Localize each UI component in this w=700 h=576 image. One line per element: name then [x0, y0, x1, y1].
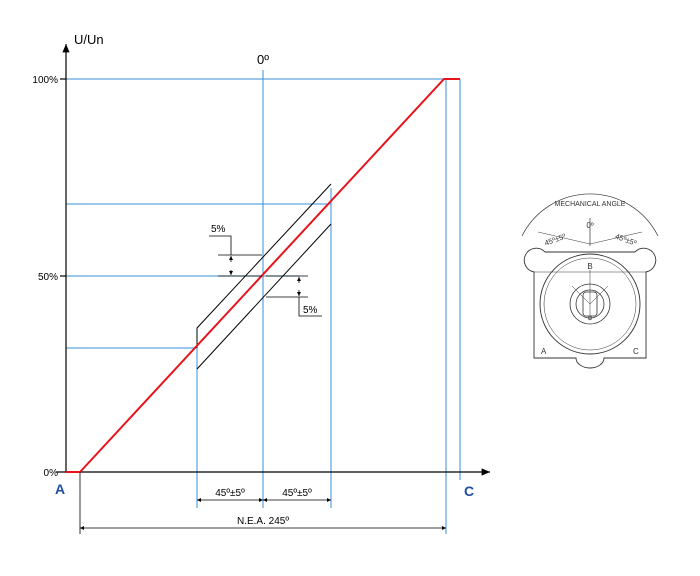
mechanical-right-angle: 45º±5º: [614, 232, 638, 248]
lower-tolerance-label: 5%: [303, 305, 318, 316]
upper-tolerance-dimension: [209, 235, 262, 277]
tick-label-0: 0%: [44, 468, 59, 479]
angle-range-dimensions: [79, 472, 446, 534]
endpoint-a-label: A: [55, 481, 65, 497]
zero-degree-label: 0º: [257, 52, 269, 67]
mechanical-zero-label: 0º: [586, 221, 593, 230]
upper-tolerance-label: 5%: [211, 224, 226, 235]
guide-lines: [66, 70, 461, 534]
mechanical-angle-title: MECHANICAL ANGLE: [555, 201, 626, 208]
tick-label-50: 50%: [38, 272, 58, 283]
left-range-label: 45º±5º: [215, 488, 245, 499]
outer-ring: [539, 253, 641, 355]
output-characteristic-line: [66, 78, 460, 473]
tick-label-100: 100%: [32, 75, 58, 86]
lower-tolerance-dimension: [266, 275, 322, 317]
mechanical-c-label: C: [633, 347, 639, 356]
tolerance-band: [196, 183, 332, 370]
mechanical-a-label: A: [541, 347, 547, 356]
mechanical-angle-arc: [521, 193, 659, 237]
right-range-label: 45º±5º: [282, 488, 312, 499]
nea-range-label: N.E.A. 245º: [237, 516, 289, 527]
mechanical-b-label: B: [587, 262, 592, 271]
endpoint-c-label: C: [464, 483, 474, 499]
upper-tolerance-line: [196, 183, 332, 348]
y-axis-label: U/Un: [74, 32, 104, 47]
mechanical-angle-drawing: MECHANICAL ANGLE 0º 45º±5º 45º±5º B A C: [521, 193, 659, 369]
axes: [56, 44, 490, 476]
housing-outline: [523, 247, 657, 369]
lower-tolerance-line: [196, 223, 332, 370]
